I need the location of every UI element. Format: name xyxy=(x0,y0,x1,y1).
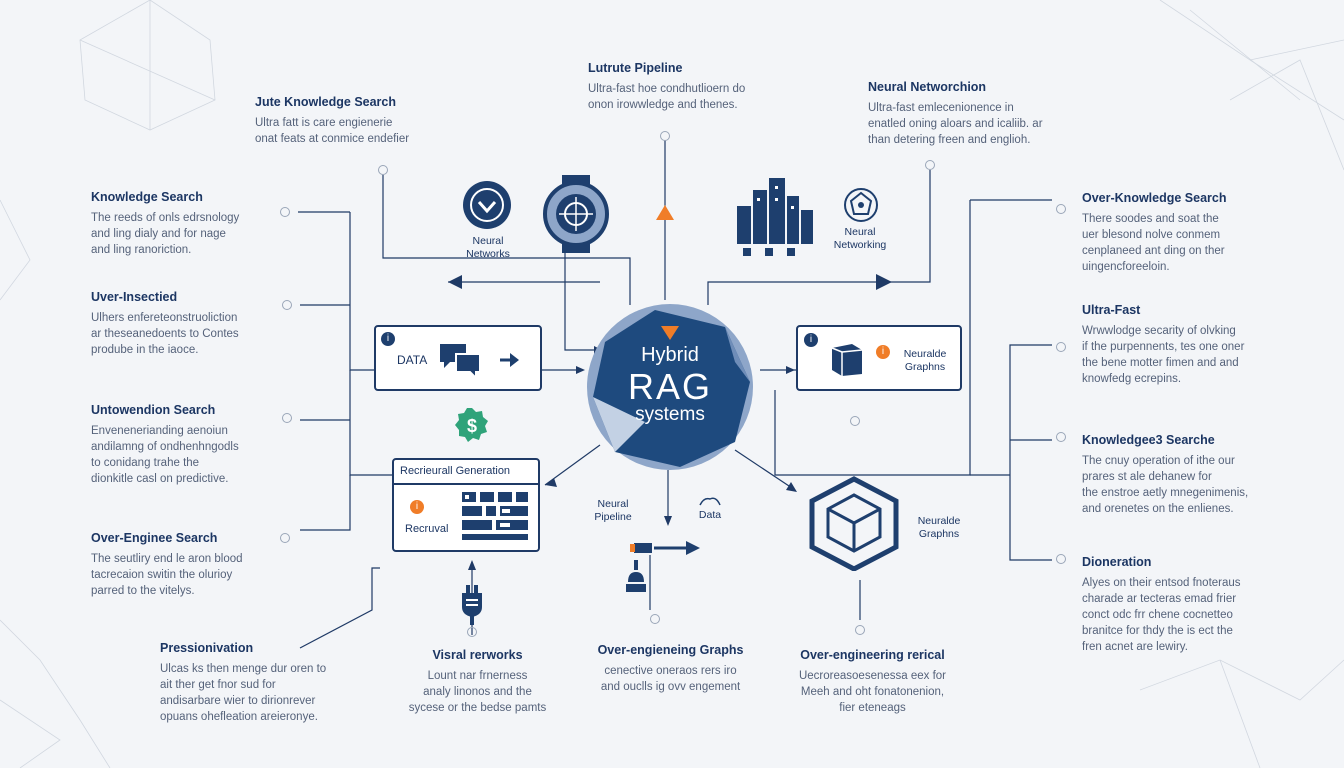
block-description: There soodes and soat the uer blesond no… xyxy=(1082,213,1225,273)
city-buildings-icon xyxy=(737,178,813,256)
chat-bubbles-icon xyxy=(440,344,481,380)
block-description: Uecroreasoesenessa eex for Meeh and oht … xyxy=(798,670,947,714)
block-description: Ulhers enfereteonstruoliction ar thesean… xyxy=(91,312,239,356)
retrieval-generation-header xyxy=(394,483,538,485)
text-block-left-2: Uver-Insectied Ulhers enfereteonstruolic… xyxy=(91,290,361,358)
neural-pipeline-caption: Neural Pipeline xyxy=(594,498,632,523)
block-title: Over-engineering rerical xyxy=(800,648,945,662)
block-description: Ultra fatt is care engienerie onat feats… xyxy=(255,117,410,145)
connector-node xyxy=(282,300,292,310)
connector-node xyxy=(1056,342,1066,352)
processor-gear-icon xyxy=(543,175,609,253)
retrieval-generation-title: Recrieurall Generation xyxy=(400,465,511,477)
block-description: Ultra-fast emlecenionence in enatled oni… xyxy=(868,102,1043,146)
network-node-icon xyxy=(844,188,878,222)
text-block-right-4: Dioneration Alyes on their entsod fnoter… xyxy=(1082,555,1332,655)
text-block-left-4: Over-Enginee Search The seutliry end le … xyxy=(91,531,361,599)
block-description: Ulcas ks then menge dur oren to ait ther… xyxy=(160,663,327,723)
connector-node xyxy=(1056,432,1066,442)
connector-node xyxy=(1056,204,1066,214)
text-block-left-1: Knowledge Search The reeds of onls edrsn… xyxy=(91,190,361,258)
neuralde-graphs-caption: Neuralde Graphns xyxy=(917,515,961,540)
lamp-icon xyxy=(626,560,646,592)
block-title: Over-engieneing Graphs xyxy=(597,643,744,657)
hub-title-line3: systems xyxy=(635,404,705,425)
text-block-top-right: Neural Networchion Ultra-fast emlecenion… xyxy=(868,80,1138,148)
block-title: Knowledgee3 Searche xyxy=(1082,433,1215,447)
text-block-left-3: Untowendion Search Envenenerianding aeno… xyxy=(91,403,361,487)
connector-node xyxy=(850,416,860,426)
block-title: Jute Knowledge Search xyxy=(255,95,397,109)
neural-networks-caption: Neural Networks xyxy=(466,235,510,260)
data-small-caption: Data xyxy=(698,509,722,521)
block-description: Alyes on their entsod fnoteraus charade … xyxy=(1082,577,1241,653)
text-block-bottom-1: Pressionivation Ulcas ks then menge dur … xyxy=(160,641,390,725)
text-block-top-left: Jute Knowledge Search Ultra fatt is care… xyxy=(255,95,525,147)
connector-node xyxy=(660,131,670,141)
info-badge: i xyxy=(804,333,818,347)
block-description: Wrwwlodge secarity of olvking if the pur… xyxy=(1082,325,1245,385)
connector-node xyxy=(855,625,865,635)
cube-3d-icon xyxy=(809,476,899,571)
text-block-bottom-2: Visral rerworks Lount nar frnerness anal… xyxy=(390,648,565,716)
neural-networks-icon xyxy=(463,181,511,229)
text-block-bottom-3: Over-engieneing Graphs cenective oneraos… xyxy=(583,643,758,695)
info-badge-orange: i xyxy=(410,500,424,514)
connector-node xyxy=(282,413,292,423)
svg-text:$: $ xyxy=(467,416,477,436)
connector-node xyxy=(650,614,660,624)
dollar-icon: $ xyxy=(455,408,488,442)
block-title: Uver-Insectied xyxy=(91,290,178,304)
text-block-right-3: Knowledgee3 Searche The cnuy operation o… xyxy=(1082,433,1332,517)
connector-node xyxy=(1056,554,1066,564)
hub-title-line1: Hybrid xyxy=(641,344,699,366)
arrow-right-icon xyxy=(500,353,519,367)
block-title: Visral rerworks xyxy=(432,648,523,662)
block-description: Lount nar frnerness analy linonos and th… xyxy=(408,670,547,714)
pen-tool-icon xyxy=(630,541,700,555)
dashboard-panels-icon xyxy=(462,492,528,540)
hub-shape xyxy=(587,304,753,470)
block-title: Pressionivation xyxy=(160,641,254,655)
cloud-outline-icon xyxy=(699,497,721,506)
connector-node xyxy=(280,533,290,543)
block-description: The cnuy operation of ithe our prares st… xyxy=(1082,455,1249,515)
plug-icon xyxy=(462,585,482,625)
text-block-right-2: Ultra-Fast Wrwwlodge secarity of olvking… xyxy=(1082,303,1332,387)
connector-node xyxy=(280,207,290,217)
block-title: Dioneration xyxy=(1082,555,1152,569)
connector-node xyxy=(467,627,477,637)
cube-block-icon xyxy=(831,344,863,376)
hub-title-line2: RAG xyxy=(627,366,712,407)
block-description: The reeds of onls edrsnology and ling di… xyxy=(91,212,240,256)
block-title: Over-Enginee Search xyxy=(91,531,218,545)
connector-node xyxy=(925,160,935,170)
info-badge: i xyxy=(381,332,395,346)
text-block-top-center: Lutrute Pipeline Ultra-fast hoe condhutl… xyxy=(588,61,858,113)
data-label: DATA xyxy=(397,353,428,367)
block-title: Untowendion Search xyxy=(91,403,216,417)
block-description: cenective oneraos rers iro and ouclls ig… xyxy=(600,665,741,693)
block-description: The seutliry end le aron blood tacrecaio… xyxy=(91,553,243,597)
block-title: Neural Networchion xyxy=(868,80,987,94)
text-block-bottom-4: Over-engineering rerical Uecroreasoesene… xyxy=(785,648,960,716)
block-description: Envenenerianding aenoiun andilamng of on… xyxy=(91,425,239,485)
block-title: Over-Knowledge Search xyxy=(1082,191,1227,205)
block-title: Lutrute Pipeline xyxy=(588,61,683,75)
connector-node xyxy=(378,165,388,175)
text-block-right-1: Over-Knowledge Search There soodes and s… xyxy=(1082,191,1332,275)
retrieval-sublabel: Recruval xyxy=(405,523,449,535)
block-title: Ultra-Fast xyxy=(1082,303,1141,317)
block-description: Ultra-fast hoe condhutlioern do onon iro… xyxy=(588,83,746,111)
info-badge-orange: i xyxy=(876,345,890,359)
neural-networking-caption: Neural Networking xyxy=(833,226,887,251)
neuralde-graphs-box-caption: Neuralde Graphns xyxy=(903,348,947,373)
block-title: Knowledge Search xyxy=(91,190,203,204)
